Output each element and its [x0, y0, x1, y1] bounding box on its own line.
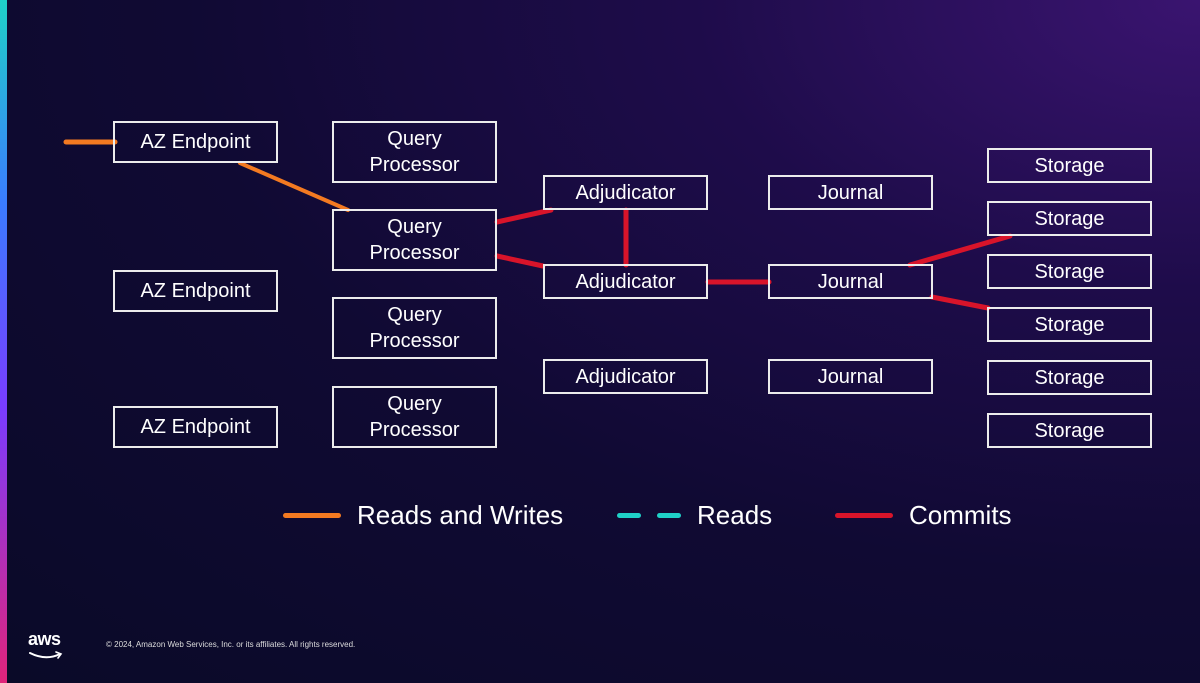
az-endpoint-box: AZ Endpoint: [113, 270, 278, 312]
storage-box: Storage: [987, 307, 1152, 342]
legend-reads-and-writes: Reads and Writes: [283, 498, 563, 532]
accent-bar: [0, 0, 7, 683]
edge-az-endpoint-1-to-query-processor-2: [238, 161, 350, 212]
edge-journal-2-to-storage-4: [929, 294, 991, 311]
legend-label: Reads: [697, 499, 773, 530]
query-processor-box: Query Processor: [332, 386, 497, 448]
aws-logo: aws: [28, 630, 68, 660]
legend-commits: Commits: [835, 498, 1012, 532]
query-processor-box: Query Processor: [332, 209, 497, 271]
legend-dash-teal: [617, 512, 641, 518]
edge-query-processor-2-to-adjudicator-2: [494, 253, 546, 269]
adjudicator-box: Adjudicator: [543, 175, 708, 210]
journal-box: Journal: [768, 359, 933, 394]
storage-box: Storage: [987, 360, 1152, 395]
edge-journal-2-to-storage-2: [907, 233, 1013, 268]
storage-box: Storage: [987, 254, 1152, 289]
storage-box: Storage: [987, 148, 1152, 183]
legend-dash-teal: [657, 512, 681, 518]
aws-smile-icon: [29, 651, 63, 659]
query-processor-box: Query Processor: [332, 297, 497, 359]
copyright-notice: © 2024, Amazon Web Services, Inc. or its…: [106, 640, 356, 649]
storage-box: Storage: [987, 201, 1152, 236]
edge-query-processor-2-to-adjudicator-1: [494, 207, 554, 225]
legend-label: Reads and Writes: [357, 499, 564, 530]
storage-box: Storage: [987, 413, 1152, 448]
query-processor-box: Query Processor: [332, 121, 497, 183]
az-endpoint-box: AZ Endpoint: [113, 406, 278, 448]
legend-swatch-orange: [283, 512, 341, 518]
legend-label: Commits: [909, 499, 1012, 530]
legend-swatch-red: [835, 512, 893, 518]
adjudicator-box: Adjudicator: [543, 264, 708, 299]
journal-box: Journal: [768, 264, 933, 299]
adjudicator-box: Adjudicator: [543, 359, 708, 394]
az-endpoint-box: AZ Endpoint: [113, 121, 278, 163]
aws-logo-text: aws: [28, 629, 61, 649]
legend-reads: Reads: [617, 498, 772, 532]
journal-box: Journal: [768, 175, 933, 210]
